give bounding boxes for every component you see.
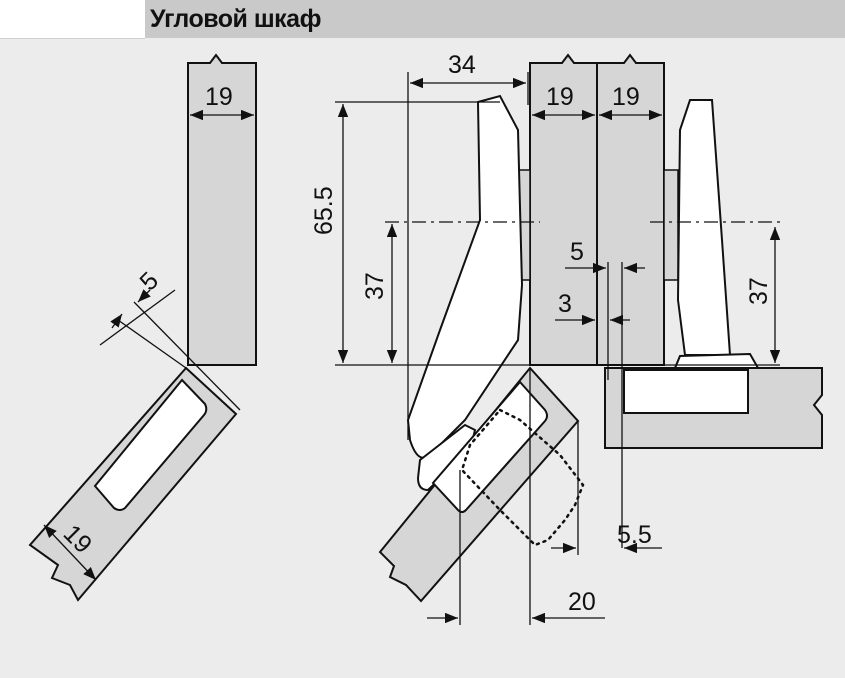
dim-offset-5-5: 5.5 [617, 521, 652, 549]
left-vertical-panel: 19 [187, 53, 257, 366]
dim-height-total: 65.5 [310, 186, 338, 235]
center-hinge [406, 94, 531, 492]
dim-left-panel: 19 [205, 83, 233, 111]
header-blank [0, 0, 145, 39]
dim-panel-a: 19 [546, 83, 574, 111]
dim-left-offset: 5 [134, 267, 164, 297]
diagonal-door [378, 366, 585, 603]
page-title: Угловой шкаф [150, 5, 321, 33]
dim-offset-20: 20 [568, 588, 596, 616]
right-door [604, 367, 823, 449]
dim-panel-b: 19 [612, 83, 640, 111]
right-hinge [663, 99, 760, 369]
dim-top-width: 34 [448, 51, 476, 79]
dim-height-37-right: 37 [745, 277, 773, 305]
left-diagonal-door: 5 19 [28, 267, 241, 602]
dim-gap-3: 3 [558, 290, 572, 318]
header-bar [145, 0, 845, 38]
dim-gap-5: 5 [570, 238, 584, 266]
middle-panels: 19 19 [529, 53, 665, 366]
dim-height-37-left: 37 [361, 272, 389, 300]
